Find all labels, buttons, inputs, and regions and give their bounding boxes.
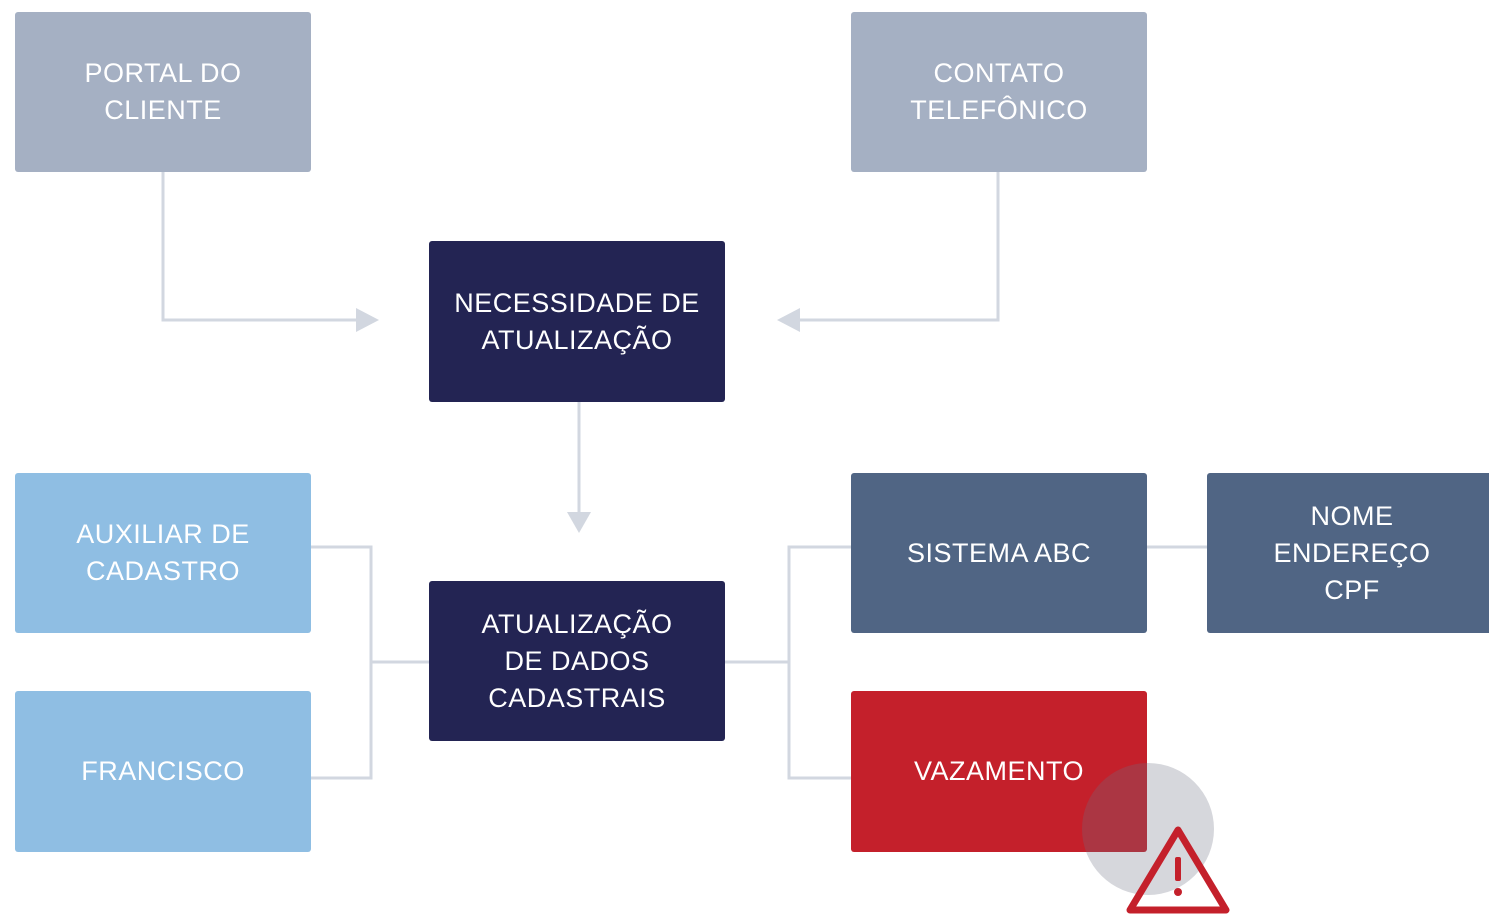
node-auxiliar-label: AUXILIAR DE CADASTRO — [76, 519, 250, 586]
node-contato-label: CONTATO TELEFÔNICO — [910, 58, 1088, 125]
arrowhead-left — [777, 308, 800, 332]
arrowhead-down — [567, 512, 591, 533]
node-necessidade-label: NECESSIDADE DE ATUALIZAÇÃO — [454, 287, 700, 355]
connector-contato-to-necessidade — [796, 172, 1000, 322]
node-contato-telefonico: CONTATO TELEFÔNICO — [851, 12, 1147, 172]
arrowhead-right — [356, 308, 379, 332]
node-atualizacao-label: ATUALIZAÇÃO DE DADOS CADASTRAIS — [481, 608, 673, 713]
node-vazamento: VAZAMENTO — [851, 691, 1147, 852]
node-sistema-abc: SISTEMA ABC — [851, 473, 1147, 633]
node-portal-label: PORTAL DO CLIENTE — [84, 58, 242, 125]
node-necessidade-de-atualizacao: NECESSIDADE DE ATUALIZAÇÃO — [429, 241, 725, 402]
connector-right-branch — [787, 545, 851, 780]
node-portal-do-cliente: PORTAL DO CLIENTE — [15, 12, 311, 172]
connector-portal-to-necessidade — [161, 172, 360, 322]
node-atualizacao-de-dados-cadastrais: ATUALIZAÇÃO DE DADOS CADASTRAIS — [429, 581, 725, 741]
connector-auxiliar-branch — [311, 545, 373, 780]
node-vazamento-label: VAZAMENTO — [913, 756, 1085, 786]
node-sistema-label: SISTEMA ABC — [906, 537, 1092, 568]
node-auxiliar-de-cadastro: AUXILIAR DE CADASTRO — [15, 473, 311, 633]
node-francisco: FRANCISCO — [15, 691, 311, 852]
node-nome-endereco-cpf: NOME ENDEREÇO CPF — [1207, 473, 1489, 633]
node-francisco-label: FRANCISCO — [81, 756, 245, 786]
node-dados-label: NOME ENDEREÇO CPF — [1273, 500, 1431, 605]
